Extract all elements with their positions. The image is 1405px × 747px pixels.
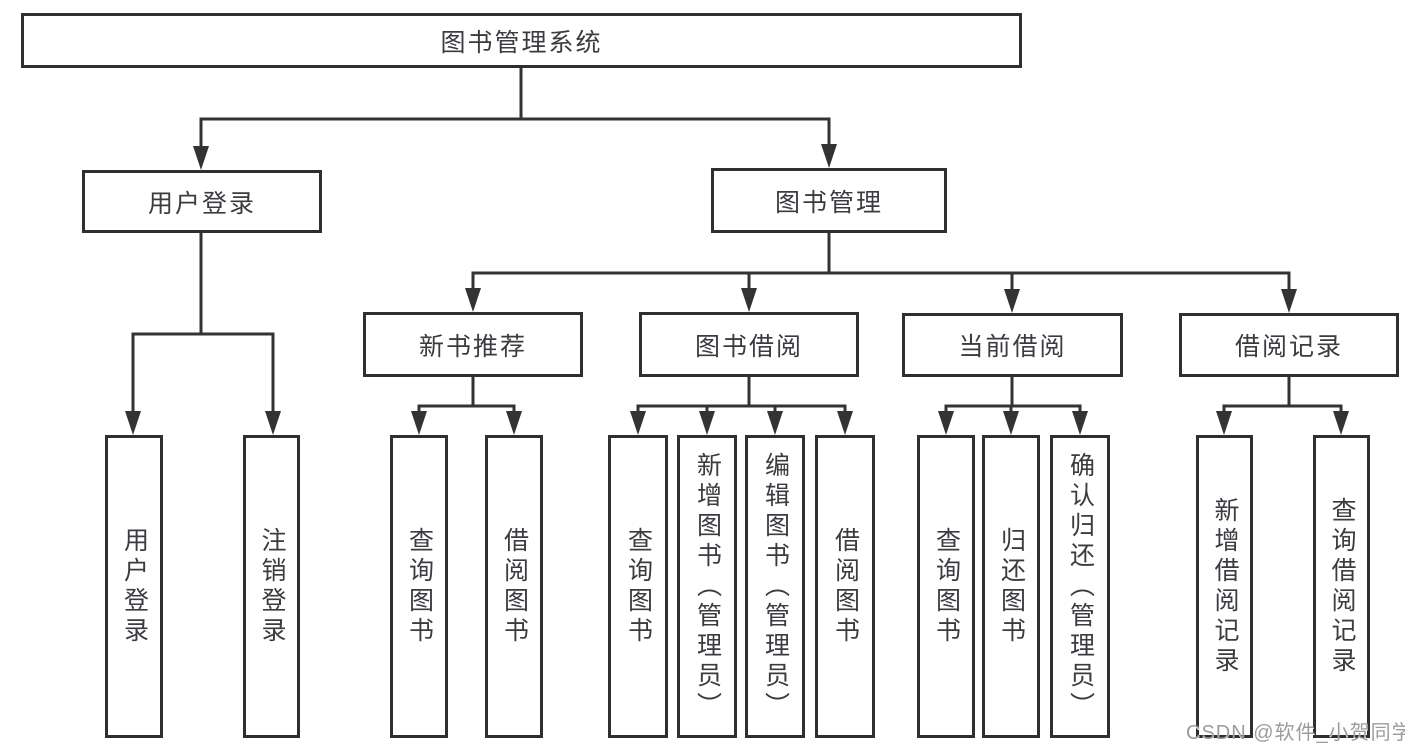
- connector-root-to-level2: [193, 66, 837, 170]
- leaf-nbr-query-book: 查询图书: [390, 435, 448, 738]
- arrow-down-icon: [630, 411, 646, 435]
- node-label: 用户登录: [120, 526, 149, 647]
- leaf-br-query-borrow-record: 查询借阅记录: [1313, 435, 1370, 738]
- leaf-bb-query-book: 查询图书: [608, 435, 668, 738]
- leaf-br-add-borrow-record: 新增借阅记录: [1196, 435, 1253, 738]
- connector-current-borrow-to-leaves: [938, 375, 1088, 435]
- node-label: 借阅图书: [831, 526, 860, 647]
- arrow-down-icon: [938, 411, 954, 435]
- leaf-bb-borrow-book: 借阅图书: [815, 435, 875, 738]
- connector-borrow-record-to-leaves: [1216, 375, 1349, 435]
- arrow-down-icon: [193, 146, 209, 170]
- leaf-logout: 注销登录: [243, 435, 300, 738]
- arrow-down-icon: [465, 288, 481, 312]
- node-label: 新书推荐: [418, 332, 527, 361]
- node-label: 查询借阅记录: [1328, 496, 1356, 677]
- connector-user-login-to-leaves: [125, 231, 281, 435]
- arrow-down-icon: [1281, 289, 1297, 313]
- node-current-borrowing: 当前借阅: [902, 313, 1123, 377]
- node-new-book-recommendation: 新书推荐: [363, 312, 583, 377]
- node-label: 借阅记录: [1234, 333, 1343, 361]
- node-user-login: 用户登录: [82, 170, 322, 233]
- arrow-down-icon: [741, 288, 757, 312]
- node-library-management-system: 图书管理系统: [21, 13, 1022, 68]
- node-label: 归还图书: [997, 526, 1026, 647]
- leaf-cb-query-book: 查询图书: [917, 435, 975, 738]
- connector-book-borrow-to-leaves: [630, 375, 853, 435]
- node-book-borrowing: 图书借阅: [639, 312, 859, 377]
- node-label: 新增借阅记录: [1211, 496, 1239, 677]
- node-label: 用户登录: [147, 189, 256, 218]
- arrow-down-icon: [821, 144, 837, 168]
- arrow-down-icon: [837, 411, 853, 435]
- node-label: 查询图书: [405, 526, 434, 647]
- leaf-cb-confirm-return-admin: 确认归还（管理员）: [1050, 435, 1110, 738]
- node-book-management: 图书管理: [711, 168, 947, 233]
- node-label: 当前借阅: [958, 333, 1067, 361]
- csdn-watermark: CSDN @软件_小贺同学: [1186, 722, 1405, 744]
- arrow-down-icon: [411, 411, 427, 435]
- node-label: 确认归还（管理员）: [1066, 451, 1095, 722]
- node-label: 图书管理: [774, 188, 883, 217]
- arrow-down-icon: [767, 411, 783, 435]
- node-label: 新增图书（管理员）: [693, 451, 722, 722]
- node-label: 注销登录: [258, 526, 286, 647]
- connector-new-book-rec-to-leaves: [411, 375, 522, 435]
- leaf-user-login: 用户登录: [105, 435, 163, 738]
- node-borrowing-records: 借阅记录: [1179, 313, 1399, 377]
- arrow-down-icon: [699, 411, 715, 435]
- leaf-nbr-borrow-book: 借阅图书: [485, 435, 543, 738]
- arrow-down-icon: [265, 411, 281, 435]
- arrow-down-icon: [1333, 411, 1349, 435]
- arrow-down-icon: [125, 411, 141, 435]
- arrow-down-icon: [1003, 411, 1019, 435]
- node-label: 借阅图书: [500, 526, 529, 647]
- arrow-down-icon: [1004, 289, 1020, 313]
- node-label: 图书管理系统: [440, 28, 603, 57]
- leaf-bb-add-book-admin: 新增图书（管理员）: [677, 435, 737, 738]
- node-label: 查询图书: [932, 526, 961, 647]
- node-label: 编辑图书（管理员）: [761, 451, 790, 722]
- node-label: 图书借阅: [694, 332, 803, 361]
- arrow-down-icon: [1216, 411, 1232, 435]
- leaf-bb-edit-book-admin: 编辑图书（管理员）: [745, 435, 805, 738]
- connector-book-mgmt-to-level3: [465, 231, 1297, 313]
- arrow-down-icon: [1072, 411, 1088, 435]
- arrow-down-icon: [506, 411, 522, 435]
- node-label: 查询图书: [624, 526, 653, 647]
- leaf-cb-return-book: 归还图书: [982, 435, 1040, 738]
